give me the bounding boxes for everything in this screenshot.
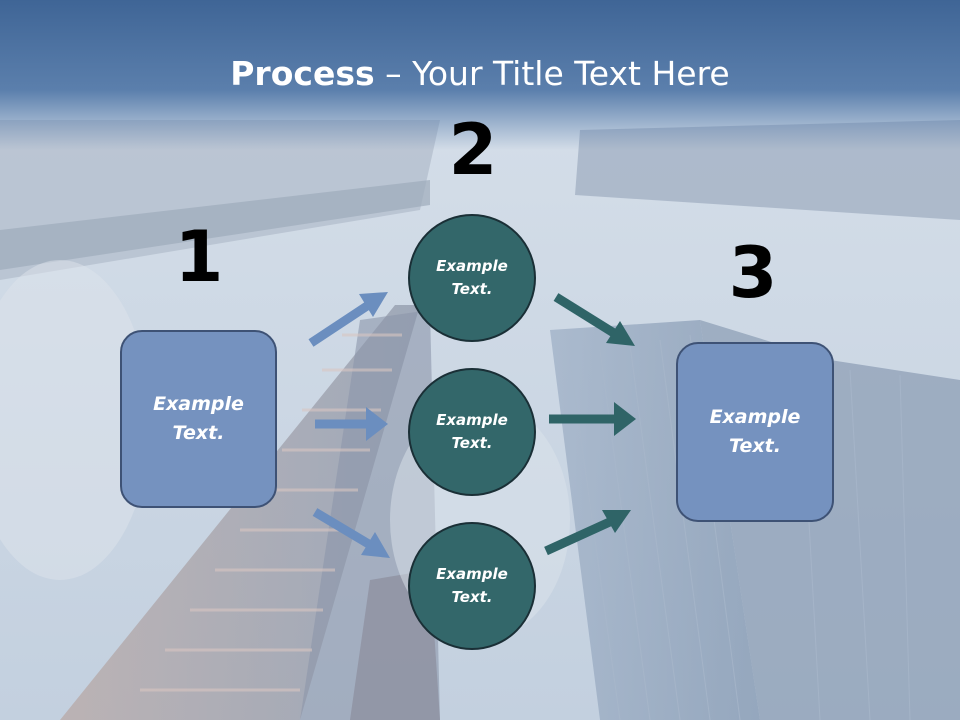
left-arrow-middle [315,407,388,441]
title-band [0,0,960,150]
right-box: Example Text. [676,342,834,522]
right-box-text: Example Text. [709,406,801,457]
right-arrow-down [553,293,635,346]
circle-middle: Example Text. [408,368,536,496]
left-box: Example Text. [120,330,277,508]
title-rest: – Your Title Text Here [374,54,730,93]
step-number-1: 1 [174,216,224,298]
step-number-3: 3 [728,232,778,314]
circle-bottom-text: Example Text. [436,565,508,606]
left-box-text: Example Text. [153,393,244,444]
circle-top: Example Text. [408,214,536,342]
slide-title: Process – Your Title Text Here [0,52,960,96]
left-arrow-up [308,292,388,347]
circle-bottom: Example Text. [408,522,536,650]
title-bold: Process [230,54,375,93]
circle-top-text: Example Text. [436,257,508,298]
left-arrow-down [312,508,390,558]
circle-middle-text: Example Text. [436,411,508,452]
step-number-2: 2 [448,109,498,191]
right-arrow-up [544,510,631,556]
right-arrow-middle [549,402,636,436]
